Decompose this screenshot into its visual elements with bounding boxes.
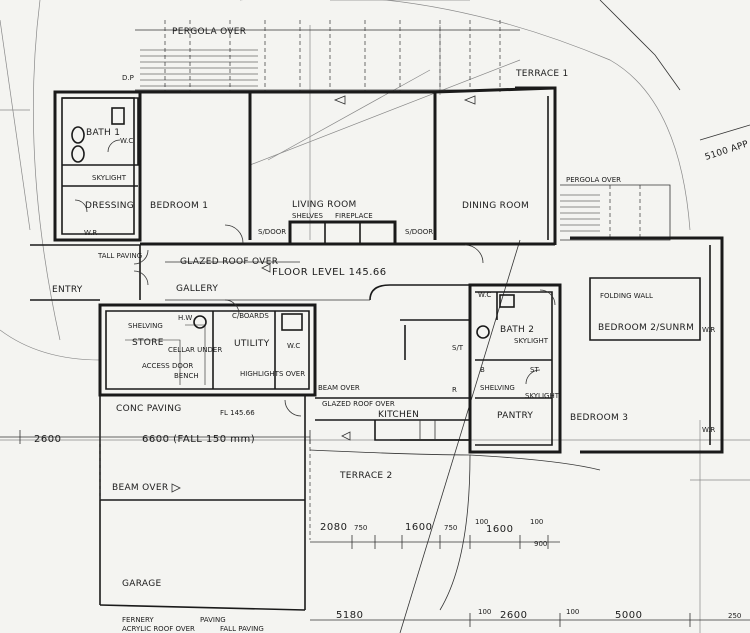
label-gallery: GALLERY bbox=[176, 284, 218, 294]
label-utility: UTILITY bbox=[234, 339, 270, 349]
label-sdoor-1: S/DOOR bbox=[258, 228, 286, 236]
dim-900: 900 bbox=[534, 540, 547, 548]
label-conc-paving: CONC PAVING bbox=[116, 404, 182, 414]
label-sdoor-2: S/DOOR bbox=[405, 228, 433, 236]
dim-100b: 100 bbox=[530, 518, 543, 526]
label-wc-1: W.C bbox=[120, 137, 133, 145]
dimension-lines bbox=[0, 430, 750, 627]
label-shelving-1: SHELVING bbox=[128, 322, 163, 330]
label-wc-3: W.C bbox=[478, 291, 491, 299]
dim-6600: 6600 (FALL 150 mm) bbox=[142, 434, 255, 445]
label-cellar: CELLAR UNDER bbox=[168, 346, 222, 354]
label-tall-paving: TALL PAVING bbox=[97, 252, 142, 260]
toilet-1-icon bbox=[111, 107, 125, 125]
dim-2600b: 2600 bbox=[500, 610, 527, 621]
label-fall-paving: FALL PAVING bbox=[220, 625, 264, 633]
label-folding-wall: FOLDING WALL bbox=[600, 292, 653, 300]
label-cupboards: C/BOARDS bbox=[232, 312, 269, 320]
label-fireplace: FIREPLACE bbox=[335, 212, 373, 220]
label-store: STORE bbox=[132, 338, 164, 348]
toilet-3-icon bbox=[499, 294, 515, 308]
toilet-2-icon bbox=[193, 315, 207, 329]
label-dim-5100: 5100 APP bbox=[704, 139, 750, 163]
label-shelving-2: SHELVING bbox=[480, 384, 515, 392]
dim-250: 250 bbox=[728, 612, 741, 620]
label-glazed-roof-1: GLAZED ROOF OVER bbox=[180, 257, 278, 267]
label-dining-room: DINING ROOM bbox=[462, 201, 529, 211]
label-wc-2: W.C bbox=[287, 342, 300, 350]
label-entry: ENTRY bbox=[52, 285, 83, 295]
label-wr-2: W.R bbox=[702, 326, 715, 334]
label-kitchen: KITCHEN bbox=[378, 410, 419, 420]
label-wr-3: W.R bbox=[702, 426, 715, 434]
label-access-door: ACCESS DOOR bbox=[142, 362, 193, 370]
label-skylight-1: SKYLIGHT bbox=[92, 174, 127, 182]
label-dressing: DRESSING bbox=[85, 201, 134, 211]
label-b-mark: B bbox=[480, 366, 485, 374]
dim-100c: 100 bbox=[478, 608, 491, 616]
label-garage: GARAGE bbox=[122, 579, 161, 589]
basin-3-icon bbox=[476, 325, 490, 339]
label-bedroom-2: BEDROOM 2/SUNRM bbox=[598, 323, 694, 333]
label-living-room: LIVING ROOM bbox=[292, 200, 357, 210]
label-bedroom-3: BEDROOM 3 bbox=[570, 413, 628, 423]
label-bath-1: BATH 1 bbox=[86, 128, 120, 138]
label-glazed-roof-2: GLAZED ROOF OVER bbox=[322, 400, 395, 408]
fixtures bbox=[71, 107, 515, 339]
pergola-right bbox=[560, 184, 671, 241]
label-st-1: S/T bbox=[452, 344, 464, 352]
label-paving-bottom: PAVING bbox=[200, 616, 226, 624]
label-beam-over-1: BEAM OVER bbox=[318, 384, 360, 392]
sink-utility-icon bbox=[281, 313, 303, 331]
dim-5180: 5180 bbox=[336, 610, 363, 621]
label-st-2: ST bbox=[530, 366, 539, 374]
dim-2600a: 2600 bbox=[34, 434, 61, 445]
room-labels: PERGOLA OVER TERRACE 1 D.P BATH 1 W.C SK… bbox=[52, 27, 750, 633]
label-bench: BENCH bbox=[174, 372, 199, 380]
label-pergola-top: PERGOLA OVER bbox=[172, 27, 246, 37]
basin-1-icon bbox=[71, 126, 85, 144]
dim-750a: 750 bbox=[354, 524, 367, 532]
label-skylight-3: SKYLIGHT bbox=[525, 392, 560, 400]
label-pergola-right: PERGOLA OVER bbox=[566, 176, 621, 184]
label-terrace-2: TERRACE 2 bbox=[339, 471, 393, 481]
label-bedroom-1: BEDROOM 1 bbox=[150, 201, 208, 211]
dim-750b: 750 bbox=[444, 524, 457, 532]
dim-5000: 5000 bbox=[615, 610, 642, 621]
label-beam-over-2: BEAM OVER bbox=[112, 483, 168, 493]
dim-1600a: 1600 bbox=[405, 522, 432, 533]
label-highlights: HIGHLIGHTS OVER bbox=[240, 370, 305, 378]
label-r-mark: R bbox=[452, 386, 457, 394]
dim-100a: 100 bbox=[475, 518, 488, 526]
label-fernery: FERNERY bbox=[122, 616, 154, 624]
dim-100d: 100 bbox=[566, 608, 579, 616]
label-wr-1: W.R bbox=[84, 229, 97, 237]
dimension-labels: 2600 6600 (FALL 150 mm) 2080 750 1600 75… bbox=[34, 434, 741, 621]
label-terrace-1: TERRACE 1 bbox=[515, 69, 569, 79]
dim-1600b: 1600 bbox=[486, 524, 513, 535]
label-hw: H.W bbox=[178, 314, 192, 322]
dim-2080: 2080 bbox=[320, 522, 347, 533]
walls bbox=[30, 86, 724, 611]
label-shelves: SHELVES bbox=[292, 212, 323, 220]
label-acrylic: ACRYLIC ROOF OVER bbox=[122, 625, 195, 633]
label-bath-2: BATH 2 bbox=[500, 325, 534, 335]
basin-2-icon bbox=[71, 145, 85, 163]
label-dp: D.P bbox=[122, 74, 134, 82]
label-floor-level: FLOOR LEVEL 145.66 bbox=[272, 267, 387, 278]
label-fl-level: FL 145.66 bbox=[220, 409, 255, 417]
doors bbox=[74, 139, 556, 417]
label-pantry: PANTRY bbox=[497, 411, 533, 421]
arrows bbox=[171, 95, 476, 493]
label-skylight-2: SKYLIGHT bbox=[514, 337, 549, 345]
